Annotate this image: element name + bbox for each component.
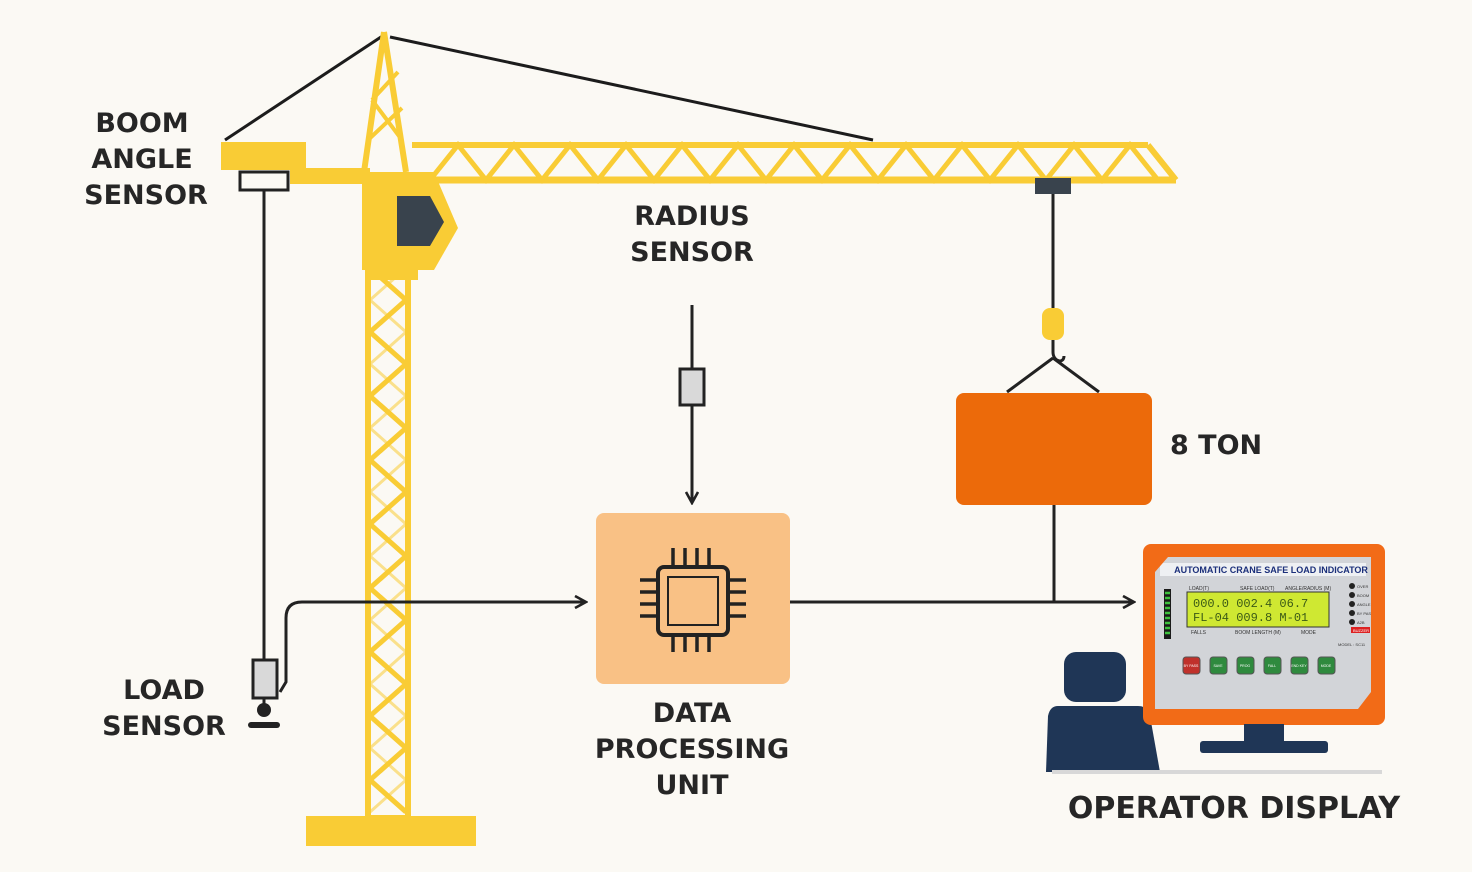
ind-angle: ANGLE <box>1357 602 1371 607</box>
model-text: MODEL : SC11 <box>1338 642 1366 647</box>
end-key-button[interactable] <box>1290 656 1309 675</box>
mode-button-label: MODE <box>1321 664 1332 668</box>
crane-counter-jib <box>221 142 370 192</box>
dpu-line-3: UNIT <box>655 770 729 801</box>
lcd-row-1: 000.0 002.4 06.7 <box>1193 597 1308 611</box>
bypass-button[interactable] <box>1182 656 1201 675</box>
data-processing-unit <box>596 513 790 684</box>
save-button-label: SAVE <box>1213 664 1223 668</box>
prog-button-label: PROG <box>1240 664 1251 668</box>
sub-falls: FALLS <box>1191 630 1207 636</box>
hook-assembly <box>956 178 1152 505</box>
ind-bypass: BY PAS <box>1357 611 1371 616</box>
bypass-button-label: BY PASS <box>1184 664 1199 668</box>
boom-angle-line-2: ANGLE <box>91 144 193 175</box>
monitor-title: AUTOMATIC CRANE SAFE LOAD INDICATOR <box>1174 565 1368 575</box>
crane-cab <box>362 172 458 280</box>
operator-display-label: OPERATOR DISPLAY <box>1067 791 1401 826</box>
load-block <box>956 393 1152 505</box>
operator-seat <box>1046 652 1382 774</box>
load-sensor <box>248 190 280 728</box>
sub-boom-length: BOOM LENGTH (M) <box>1235 630 1281 636</box>
dpu-label: DATA PROCESSING UNIT <box>582 696 802 804</box>
bar-graph <box>1164 589 1171 639</box>
mode-button[interactable] <box>1317 656 1336 675</box>
fall-button-label: FALL <box>1268 664 1276 668</box>
col-angle-radius: ANGLE/RADIUS (M) <box>1285 586 1331 592</box>
dpu-line-2: PROCESSING <box>594 734 790 765</box>
end-key-button-label: END KEY <box>1291 664 1307 668</box>
operator-monitor: AUTOMATIC CRANE SAFE LOAD INDICATOR LOAD… <box>1143 544 1385 753</box>
boom-angle-line-1: BOOM <box>95 108 189 139</box>
radius-line-1: RADIUS <box>634 201 750 232</box>
signal-lines <box>278 505 1134 693</box>
load-line-1: LOAD <box>123 675 205 706</box>
load-weight-label: 8 TON <box>1170 430 1263 461</box>
sub-mode: MODE <box>1301 630 1317 636</box>
load-sensor-label: LOAD SENSOR <box>94 673 234 745</box>
lcd-screen <box>1186 591 1330 628</box>
ind-a2b: A2B <box>1357 620 1365 625</box>
fall-button[interactable] <box>1263 656 1282 675</box>
col-load: LOAD(T) <box>1189 586 1209 592</box>
radius-line-2: SENSOR <box>630 237 754 268</box>
crane-cables <box>224 33 874 142</box>
ind-over: OVER <box>1357 584 1368 589</box>
col-safe-load: SAFE LOAD(T) <box>1240 586 1275 592</box>
monitor-buttons: BY PASS SAVE PROG FALL END KEY MODE <box>1182 656 1336 675</box>
ind-boom: BOOM <box>1357 593 1369 598</box>
indicator-leds: OVER BOOM ANGLE BY PAS A2B BUZZER <box>1349 583 1371 633</box>
crane-jib <box>412 140 1179 185</box>
buzzer-tag: BUZZER <box>1353 628 1369 633</box>
load-line-2: SENSOR <box>102 711 226 742</box>
chip-icon <box>656 565 730 637</box>
boom-angle-sensor-label: BOOM ANGLE SENSOR <box>72 106 212 214</box>
save-button[interactable] <box>1209 656 1228 675</box>
boom-angle-line-3: SENSOR <box>84 180 208 211</box>
boom-angle-sensor-box <box>238 170 290 192</box>
dpu-line-1: DATA <box>652 698 732 729</box>
lcd-row-2: FL-04 009.8 M-01 <box>1193 611 1308 625</box>
prog-button[interactable] <box>1236 656 1255 675</box>
crane-tower <box>306 31 476 846</box>
radius-sensor-label: RADIUS SENSOR <box>622 199 762 271</box>
radius-sensor <box>678 305 706 503</box>
